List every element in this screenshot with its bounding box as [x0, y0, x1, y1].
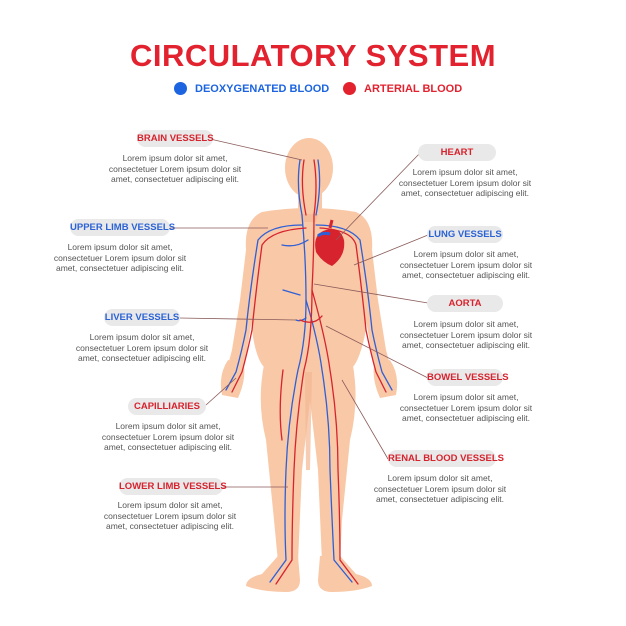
desc-line: amet, consectetuer adipiscing elit.: [55, 263, 185, 273]
label-lower-limb-vessels: LOWER LIMB VESSELS: [119, 478, 227, 495]
desc-line: consectetuer Lorem ipsum dolor sit: [399, 329, 533, 340]
arteries: [231, 159, 387, 585]
desc-line: Lorem ipsum dolor sit amet,: [413, 319, 519, 329]
leader-line-capil: [205, 377, 237, 406]
desc-line: amet, consectetuer adipiscing elit.: [401, 340, 531, 350]
desc-line: consectetuer Lorem ipsum dolor sit: [399, 259, 533, 270]
desc-line: amet, consectetuer adipiscing elit.: [401, 413, 531, 423]
desc-line: Lorem ipsum dolor sit amet,: [117, 500, 223, 510]
label-upper-limb-vessels: UPPER LIMB VESSELS: [70, 219, 175, 236]
desc-lower-limb-vessels: Lorem ipsum dolor sit amet, consectetuer…: [90, 500, 250, 532]
desc-line: amet, consectetuer adipiscing elit.: [401, 270, 531, 280]
label-brain-vessels: BRAIN VESSELS: [137, 130, 214, 147]
leader-line-heart: [335, 152, 421, 241]
desc-brain-vessels: Lorem ipsum dolor sit amet, consectetuer…: [95, 153, 255, 185]
label-aorta: AORTA: [427, 295, 503, 312]
desc-line: consectetuer Lorem ipsum dolor sit: [108, 163, 242, 174]
desc-lung-vessels: Lorem ipsum dolor sit amet, consectetuer…: [386, 249, 546, 281]
legend-deoxygenated: DEOXYGENATED BLOOD: [174, 82, 329, 95]
leader-line-brain: [209, 138, 303, 161]
desc-line: consectetuer Lorem ipsum dolor sit: [103, 510, 237, 521]
desc-line: Lorem ipsum dolor sit amet,: [413, 249, 519, 259]
leader-line-renal: [341, 379, 389, 460]
leader-line-liver: [179, 317, 297, 321]
desc-line: Lorem ipsum dolor sit amet,: [89, 332, 195, 342]
desc-bowel-vessels: Lorem ipsum dolor sit amet, consectetuer…: [386, 392, 546, 424]
desc-line: consectetuer Lorem ipsum dolor sit: [399, 402, 533, 413]
desc-line: Lorem ipsum dolor sit amet,: [122, 153, 228, 163]
desc-line: amet, consectetuer adipiscing elit.: [77, 353, 207, 363]
leader-lines: [168, 138, 429, 488]
page-title: CIRCULATORY SYSTEM: [129, 38, 497, 73]
desc-line: amet, consectetuer adipiscing elit.: [103, 442, 233, 452]
label-liver-vessels: LIVER VESSELS: [104, 309, 180, 326]
desc-line: Lorem ipsum dolor sit amet,: [67, 242, 173, 252]
label-lung-vessels: LUNG VESSELS: [427, 226, 503, 243]
desc-line: Lorem ipsum dolor sit amet,: [412, 167, 518, 177]
desc-line: consectetuer Lorem ipsum dolor sit: [398, 177, 532, 188]
leader-line-bowel: [325, 325, 429, 379]
label-renal-blood-vessels: RENAL BLOOD VESSELS: [388, 450, 504, 467]
desc-line: amet, consectetuer adipiscing elit.: [375, 494, 505, 504]
leader-line-lung: [353, 234, 429, 266]
blue-dot-icon: [174, 82, 187, 95]
legend-label: ARTERIAL BLOOD: [364, 82, 463, 95]
heart-icon: [315, 219, 345, 266]
red-dot-icon: [343, 82, 356, 95]
desc-aorta: Lorem ipsum dolor sit amet, consectetuer…: [386, 319, 546, 351]
desc-liver-vessels: Lorem ipsum dolor sit amet, consectetuer…: [62, 332, 222, 364]
label-heart: HEART: [418, 144, 496, 161]
label-bowel-vessels: BOWEL VESSELS: [427, 369, 509, 386]
desc-line: amet, consectetuer adipiscing elit.: [400, 188, 530, 198]
desc-line: consectetuer Lorem ipsum dolor sit: [75, 342, 209, 353]
desc-renal-blood-vessels: Lorem ipsum dolor sit amet, consectetuer…: [360, 473, 520, 505]
desc-line: amet, consectetuer adipiscing elit.: [105, 521, 235, 531]
desc-line: amet, consectetuer adipiscing elit.: [110, 174, 240, 184]
desc-upper-limb-vessels: Lorem ipsum dolor sit amet, consectetuer…: [40, 242, 200, 274]
desc-line: consectetuer Lorem ipsum dolor sit: [373, 483, 507, 494]
desc-line: Lorem ipsum dolor sit amet,: [413, 392, 519, 402]
legend-label: DEOXYGENATED BLOOD: [195, 82, 330, 95]
leader-line-aorta: [313, 283, 429, 304]
desc-capilliaries: Lorem ipsum dolor sit amet, consectetuer…: [88, 421, 248, 453]
desc-heart: Lorem ipsum dolor sit amet, consectetuer…: [385, 167, 545, 199]
desc-line: consectetuer Lorem ipsum dolor sit: [53, 252, 187, 263]
desc-line: Lorem ipsum dolor sit amet,: [387, 473, 493, 483]
desc-line: consectetuer Lorem ipsum dolor sit: [101, 431, 235, 442]
legend-arterial: ARTERIAL BLOOD: [343, 82, 462, 95]
label-capilliaries: CAPILLIARIES: [128, 398, 206, 415]
desc-line: Lorem ipsum dolor sit amet,: [115, 421, 221, 431]
veins: [225, 159, 393, 583]
